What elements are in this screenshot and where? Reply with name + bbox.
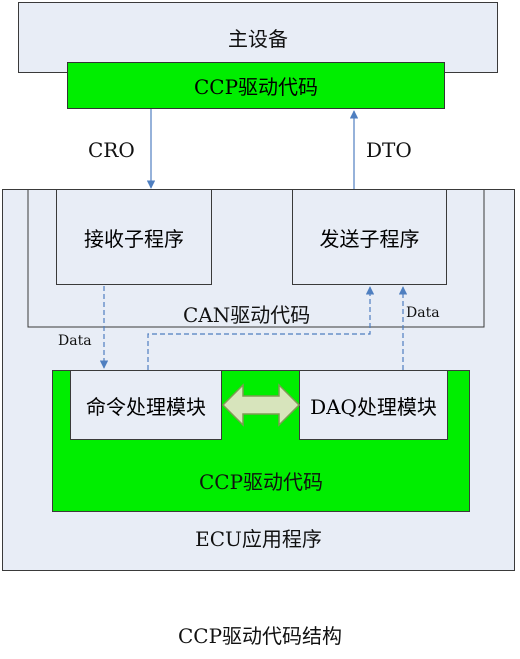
data-label-right: Data (406, 305, 440, 321)
ecu-ccp-driver-label: CCP驱动代码 (198, 470, 324, 494)
receive-subprogram-box: 接收子程序 (56, 189, 212, 285)
dto-label: DTO (366, 138, 412, 162)
send-subprogram-box: 发送子程序 (292, 189, 447, 285)
host-ccp-driver-box: CCP驱动代码 (67, 62, 445, 109)
diagram-caption: CCP驱动代码结构 (177, 624, 343, 648)
bidirectional-arrow (221, 383, 301, 427)
send-subprogram-label: 发送子程序 (319, 226, 420, 251)
cro-label: CRO (88, 138, 135, 162)
daq-module-label: DAQ处理模块 (310, 394, 437, 419)
daq-module-box: DAQ处理模块 (299, 370, 448, 440)
can-driver-outline (27, 189, 485, 328)
data-label-left: Data (58, 333, 92, 349)
command-to-send-arrow (147, 286, 375, 370)
ecu-application-label: ECU应用程序 (195, 527, 322, 551)
host-ccp-driver-label: CCP驱动代码 (193, 75, 319, 99)
host-device-label: 主设备 (228, 27, 288, 51)
can-driver-label: CAN驱动代码 (183, 303, 311, 327)
receive-subprogram-label: 接收子程序 (84, 226, 184, 251)
command-module-label: 命令处理模块 (86, 394, 206, 419)
command-module-box: 命令处理模块 (70, 370, 222, 440)
host-device-box: 主设备 (18, 2, 498, 73)
